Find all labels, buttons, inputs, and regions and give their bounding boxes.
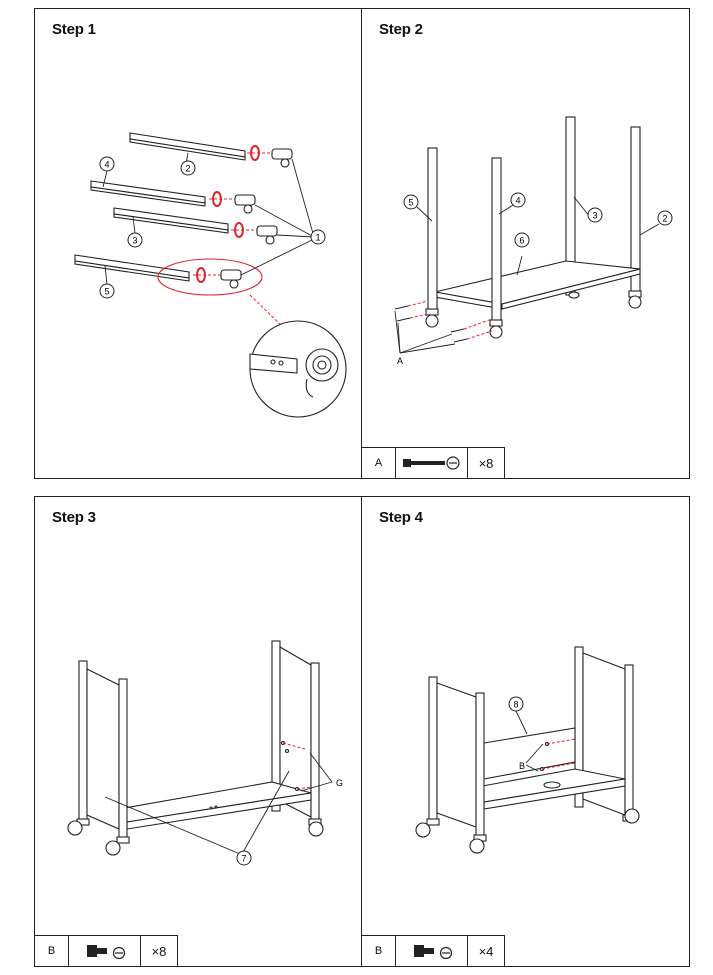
step-3-title: Step 3: [52, 509, 96, 526]
callout-5: 5: [408, 198, 413, 208]
step-4-title: Step 4: [379, 509, 423, 526]
leg-4: [491, 157, 502, 323]
bolt-a-icon: [396, 317, 411, 322]
callout-4: 4: [515, 196, 520, 206]
step-2-illustration: A 2 3 4 5 6: [394, 116, 673, 366]
caster-icon: [220, 269, 242, 289]
caster-icon: [234, 194, 256, 214]
side-panel-7: [86, 668, 120, 830]
caster-icon: [628, 290, 642, 309]
caster-icon: [105, 836, 130, 856]
step-3-illustration: G 7: [67, 640, 343, 866]
callout-2: 2: [185, 164, 190, 174]
callout-6: 6: [519, 236, 524, 246]
caster-icon: [622, 808, 640, 824]
hardware-table-b: B ×4: [362, 935, 505, 966]
hardware-letter: B: [35, 936, 69, 966]
bolt-a-icon: [394, 305, 409, 310]
bolt-a-icon: [450, 328, 465, 333]
caster-icon: [489, 319, 503, 339]
hardware-table-a: A ×8: [362, 447, 505, 478]
step-4-panel: Step 4: [361, 496, 690, 967]
caster-icon: [425, 308, 439, 328]
step-4-illustration: 8 B: [415, 646, 640, 854]
hardware-letter: A: [362, 448, 396, 478]
caster-icon: [469, 834, 487, 854]
hardware-letter: B: [362, 936, 396, 966]
hardware-quantity: ×8: [151, 943, 167, 959]
hardware-quantity: ×4: [478, 943, 494, 959]
caster-icon: [256, 225, 278, 245]
callout-g: G: [336, 778, 343, 788]
detail-magnifier: [249, 320, 347, 418]
callout-a: A: [397, 356, 403, 366]
callout-4: 4: [104, 160, 109, 170]
callout-1: 1: [315, 233, 320, 243]
long-bolt-with-washer-icon: [396, 448, 468, 478]
caster-icon: [308, 818, 324, 837]
step-2-title: Step 2: [379, 21, 423, 38]
short-bolt-with-washer-icon: [396, 936, 468, 966]
callout-5: 5: [104, 287, 109, 297]
step-2-panel: Step 2: [361, 8, 690, 479]
callout-7: 7: [241, 854, 246, 864]
caster-icon: [271, 148, 293, 168]
callout-b: B: [519, 761, 525, 771]
callout-3: 3: [132, 236, 137, 246]
bolt-a-icon: [453, 338, 468, 343]
step-1-title: Step 1: [52, 21, 96, 38]
step-1-panel: Step 1: [34, 8, 362, 479]
caster-icon: [415, 818, 440, 838]
leg-5: [427, 147, 438, 312]
callout-3: 3: [592, 211, 597, 221]
short-bolt-with-washer-icon: [69, 936, 141, 966]
hardware-quantity: ×8: [478, 455, 494, 471]
callout-2: 2: [662, 214, 667, 224]
caster-icon: [67, 818, 90, 836]
step-3-panel: Step 3: [34, 496, 362, 967]
callout-8: 8: [513, 700, 518, 710]
step-1-illustration: 1 2 3 4 5: [74, 132, 347, 418]
hardware-table-b: B ×8: [35, 935, 178, 966]
